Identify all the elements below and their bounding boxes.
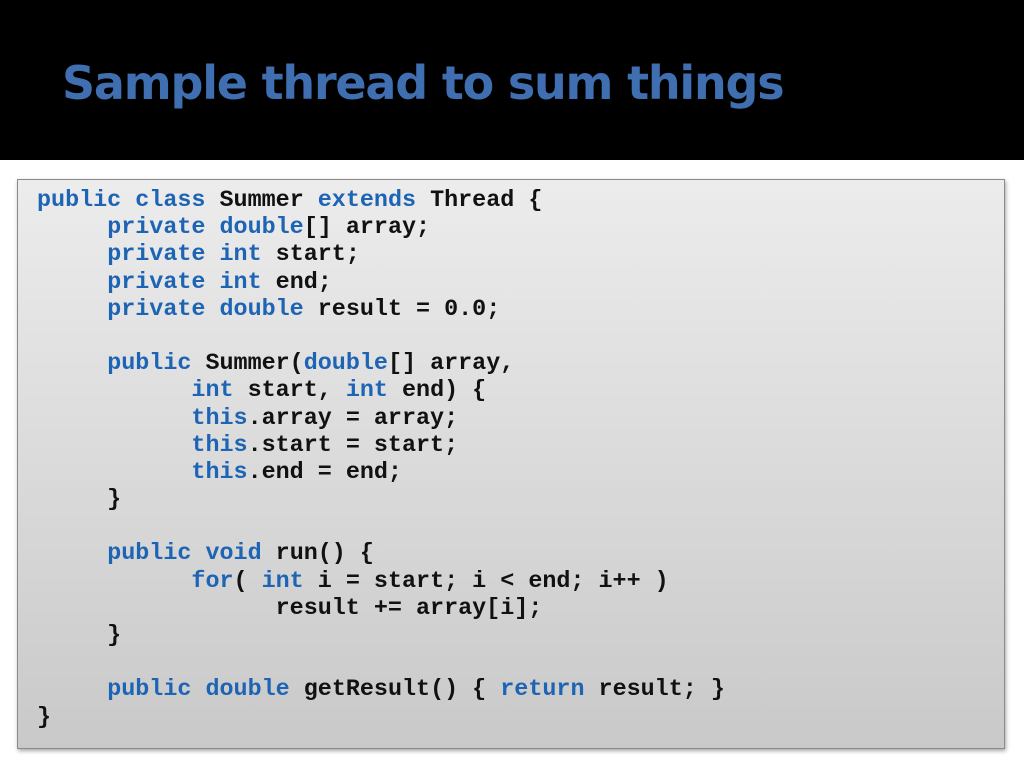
code-token: result += array[i]; [37,595,543,622]
code-keyword: this [191,459,248,486]
code-token [37,460,191,486]
code-token: result = 0.0; [303,296,501,323]
code-line: result += array[i]; [37,596,725,623]
code-token: .end = end; [247,459,402,486]
code-keyword: double [303,351,388,378]
code-token [121,188,135,214]
code-token: start, [233,378,346,405]
code-line: private double[] array; [37,215,725,242]
code-token: } [37,704,52,731]
code-line: public class Summer extends Thread { [37,188,725,215]
code-line: private int start; [37,242,725,269]
code-line: } [37,705,725,732]
code-token [37,270,107,296]
code-keyword: public [107,351,192,378]
code-line: private double result = 0.0; [37,297,725,324]
code-block: public class Summer extends Thread { pri… [17,179,1005,749]
code-token [37,569,191,595]
code-keyword: public [37,188,122,214]
code-token: [] array; [303,215,431,242]
code-keyword: this [191,405,248,432]
code-keyword: double [205,677,290,704]
code-keyword: for [191,568,234,595]
code-token: } [37,487,122,514]
code-token [37,215,107,241]
title-bar [0,0,1024,160]
code-keyword: double [219,215,304,242]
code-line: } [37,487,725,514]
code-line: } [37,623,725,650]
code-keyword: int [191,378,234,405]
code-token: i = start; i < end; i++ ) [303,568,669,595]
code-line: for( int i = start; i < end; i++ ) [37,569,725,596]
code-token: end) { [387,378,487,405]
code-keyword: private [107,242,206,269]
code-listing: public class Summer extends Thread { pri… [37,188,725,732]
code-token [205,270,219,296]
code-keyword: private [107,296,206,323]
code-token: [] array, [387,351,515,378]
code-token [37,406,191,432]
code-token [37,433,191,459]
code-keyword: double [219,296,304,323]
code-keyword: class [135,188,206,214]
code-keyword: int [345,378,388,405]
code-keyword: int [261,568,304,595]
code-token: .array = array; [247,405,459,432]
code-keyword: private [107,215,206,242]
title-divider [0,160,1024,168]
code-token: Summer [205,188,318,214]
code-token [205,297,219,323]
code-line: int start, int end) { [37,378,725,405]
code-token [37,242,107,268]
code-token: result; } [584,677,725,704]
code-line: this.start = start; [37,433,725,460]
code-line [37,650,725,677]
code-token: Thread { [416,188,543,214]
code-keyword: private [107,269,206,296]
code-token [37,541,107,567]
code-token: ( [233,568,262,595]
code-token [205,242,219,268]
code-token: end; [261,269,332,296]
code-token [191,677,205,703]
code-token [37,378,191,404]
code-line: this.end = end; [37,460,725,487]
code-token: run() { [261,541,374,568]
code-line [37,324,725,351]
code-keyword: return [500,677,585,704]
code-token [37,677,107,703]
code-token: Summer( [191,351,304,378]
code-keyword: void [205,541,262,568]
code-keyword: public [107,677,192,704]
code-line: public Summer(double[] array, [37,351,725,378]
code-token: } [37,623,122,649]
code-token: start; [261,242,360,269]
code-keyword: this [191,432,248,459]
code-token [37,351,107,377]
code-token [37,297,107,323]
code-line: public double getResult() { return resul… [37,677,725,704]
code-token [191,541,205,567]
code-line: public void run() { [37,541,725,568]
code-line [37,514,725,541]
code-token: .start = start; [247,432,459,459]
code-line: private int end; [37,270,725,297]
code-keyword: int [219,242,262,269]
code-token: getResult() { [289,677,501,704]
code-keyword: int [219,269,262,296]
slide-title: Sample thread to sum things [62,56,785,110]
code-keyword: public [107,541,192,568]
code-token [205,215,219,241]
code-keyword: extends [317,188,417,214]
code-line: this.array = array; [37,406,725,433]
